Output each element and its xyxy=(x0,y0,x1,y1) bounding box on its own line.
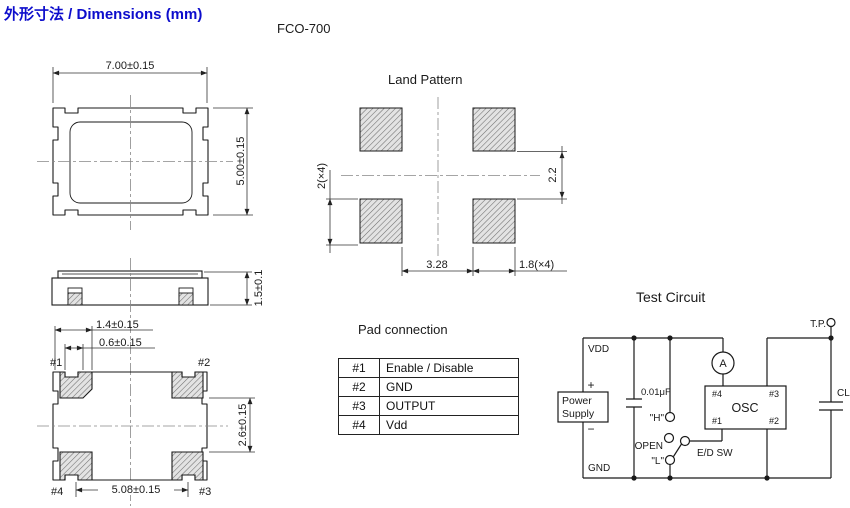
package-lid-outline xyxy=(69,121,193,204)
pad-number-cell: #1 xyxy=(338,358,380,378)
dim-notch-label: 0.6±0.15 xyxy=(99,337,142,349)
gnd-label: GND xyxy=(588,463,610,474)
dim-land-gap-vertical-label: 2.2 xyxy=(547,167,559,182)
side-lid xyxy=(57,270,203,279)
test-circuit-title: Test Circuit xyxy=(636,289,706,305)
test-point-label: T.P. xyxy=(810,319,826,330)
package-side-view: 1.5±0.1 xyxy=(51,258,265,506)
power-supply-box xyxy=(557,391,609,423)
pin-label-3: #3 xyxy=(199,486,211,498)
dim-thickness-label: 1.5±0.1 xyxy=(253,270,265,307)
table-row: #1 Enable / Disable xyxy=(338,358,519,378)
pad-4 xyxy=(59,451,93,481)
test-circuit-schematic: VDD GND + − Power Supply 0.01μF "H" OPEN… xyxy=(557,317,850,481)
pin-label-4: #4 xyxy=(51,486,63,498)
land-pattern-title: Land Pattern xyxy=(388,72,463,87)
pad-1 xyxy=(59,371,93,399)
osc-pin2-label: #2 xyxy=(769,416,779,426)
load-cap-branch xyxy=(819,338,843,478)
pad-number-cell: #3 xyxy=(338,396,380,416)
package-outline xyxy=(52,107,209,216)
land-pad-tr xyxy=(472,107,516,152)
land-pad-bl xyxy=(359,198,403,244)
table-row: #4 Vdd xyxy=(338,415,519,435)
pad-connection-title: Pad connection xyxy=(358,322,448,337)
power-supply-label-1: Power xyxy=(562,395,592,407)
pad-number-cell: #4 xyxy=(338,415,380,435)
minus-label: − xyxy=(587,422,594,436)
osc-pin1-label: #1 xyxy=(712,416,722,426)
bypass-cap-branch xyxy=(626,338,642,478)
dim-pad-vertical-label: 2.6±0.15 xyxy=(237,404,249,447)
osc-pin4-label: #4 xyxy=(712,389,722,399)
pad-connection-table: #1 Enable / Disable #2 GND #3 OUTPUT #4 … xyxy=(338,358,519,435)
plus-label: + xyxy=(587,378,594,392)
ed-switch-label: E/D SW xyxy=(697,448,733,459)
land-pad-tl xyxy=(359,107,403,152)
pad-function-cell: OUTPUT xyxy=(379,396,519,416)
bypass-cap-label: 0.01μF xyxy=(641,387,671,398)
pin-label-2: #2 xyxy=(198,357,210,369)
side-body xyxy=(51,277,209,306)
dim-pad-pitch-label: 5.08±0.15 xyxy=(112,484,161,496)
package-bottom-view: 1.4±0.15 0.6±0.15 2.6±0.15 5.08±0.15 #1 … xyxy=(37,319,255,498)
dim-height-label: 5.00±0.15 xyxy=(235,137,247,186)
pad-3 xyxy=(171,451,204,481)
pad-function-cell: Enable / Disable xyxy=(379,358,519,378)
level-low-label: "L" xyxy=(651,456,664,467)
osc-label: OSC xyxy=(731,401,758,415)
dim-pad-offset-label: 1.4±0.15 xyxy=(96,319,139,331)
dim-width-label: 7.00±0.15 xyxy=(106,60,155,72)
load-cap-label: CL xyxy=(837,388,850,399)
page-title: 外形寸法 / Dimensions (mm) xyxy=(4,6,203,23)
level-open-label: OPEN xyxy=(635,441,663,452)
terminal-open xyxy=(663,432,675,444)
switch-pole xyxy=(679,435,691,447)
table-row: #3 OUTPUT xyxy=(338,396,519,416)
vdd-label: VDD xyxy=(588,344,609,355)
test-point-terminal xyxy=(826,317,836,328)
land-pattern-view: 2(×4) 2.2 3.28 1.8(×4) xyxy=(316,97,567,276)
table-row: #2 GND xyxy=(338,377,519,397)
pin-label-1: #1 xyxy=(50,357,62,369)
pad-function-cell: GND xyxy=(379,377,519,397)
terminal-l xyxy=(664,454,676,466)
model-number: FCO-700 xyxy=(277,21,331,36)
osc-box xyxy=(704,385,787,430)
package-top-view: 7.00±0.15 5.00±0.15 xyxy=(37,60,253,230)
ammeter-label: A xyxy=(719,358,727,370)
dim-land-pad-height-label: 2(×4) xyxy=(316,163,328,189)
switch-arm xyxy=(672,443,683,457)
dim-land-pad-width-label: 1.8(×4) xyxy=(519,259,554,271)
terminal-h xyxy=(664,411,676,423)
pad-function-cell: Vdd xyxy=(379,415,519,435)
dim-land-gap-horizontal-label: 3.28 xyxy=(426,259,447,271)
osc-pin3-label: #3 xyxy=(769,389,779,399)
land-pad-br xyxy=(472,198,516,244)
pad-2 xyxy=(171,371,204,399)
power-supply-label-2: Supply xyxy=(562,408,595,420)
pad-number-cell: #2 xyxy=(338,377,380,397)
level-high-label: "H" xyxy=(650,413,665,424)
